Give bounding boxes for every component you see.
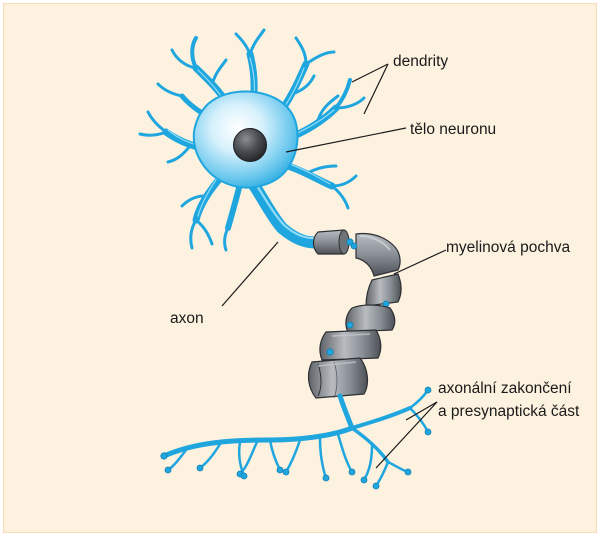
label-dendrites: dendrity (393, 53, 448, 70)
label-cell-body: tělo neuronu (410, 121, 496, 138)
nucleus (234, 129, 267, 162)
axon-terminals (161, 387, 431, 489)
label-axon: axon (170, 310, 204, 327)
label-axon-terminal-line2: a presynaptická část (438, 403, 580, 420)
label-axon-terminal-line1: axonální zakončení (438, 380, 572, 397)
label-myelin-sheath: myelinová pochva (446, 239, 570, 256)
myelin-sheath (309, 230, 401, 398)
